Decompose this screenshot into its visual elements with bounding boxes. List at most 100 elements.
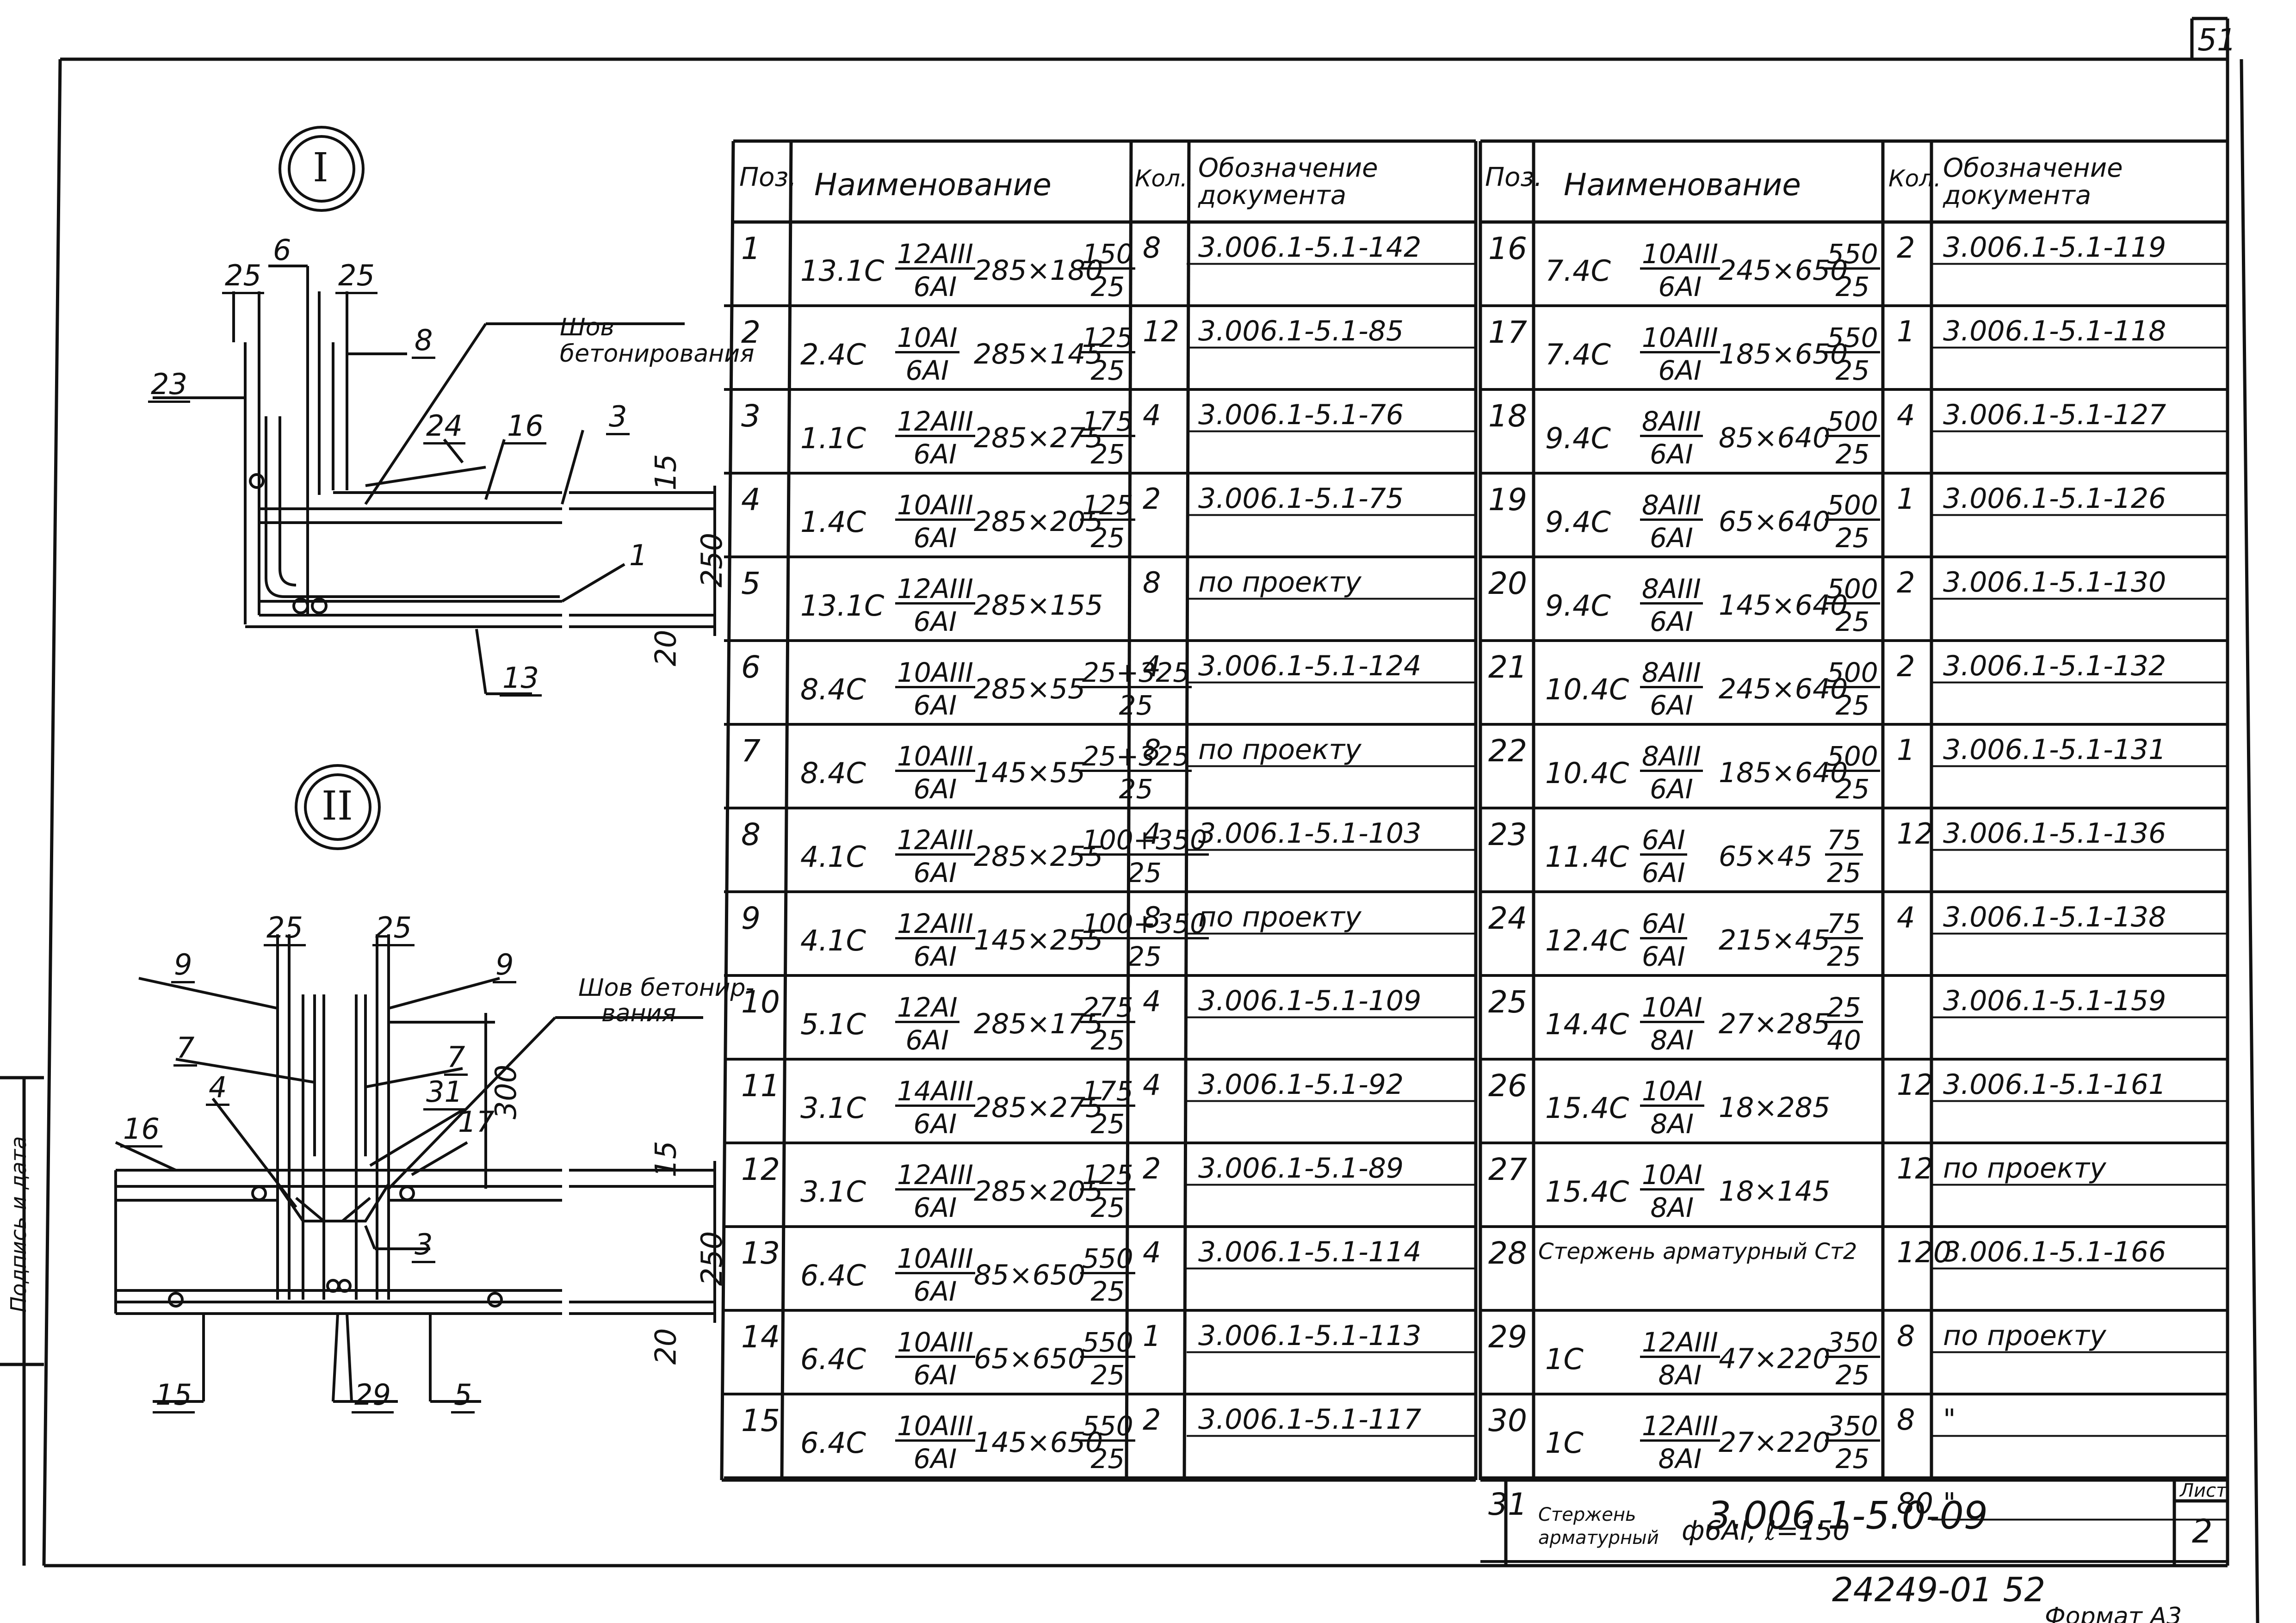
spec-doc: 3.006.1-5.1-127 [1943,399,2166,431]
spec-doc: 3.006.1-5.1-75 [1198,482,1404,515]
spec-pos: 20 [1488,566,1527,601]
spec-steel-fraction-numerator: 8АIII [1640,492,1703,521]
left-header-doc: Обозначение документа [1198,153,1378,210]
spec-qty: 4 [1143,817,1161,851]
spec-qty: 2 [1143,1403,1161,1437]
spec-qty: 4 [1897,901,1915,934]
spec-qty: 8 [1143,566,1161,599]
spec-size: 185×640 [1719,757,1848,789]
spec-pos: 15 [741,1403,780,1438]
section-II-pos-7a: 7 [173,1034,198,1067]
spec-doc: 3.006.1-5.1-89 [1198,1152,1404,1185]
section-I-pos-16: 16 [504,412,546,444]
spec-steel-fraction-denominator: 8АI [1658,1443,1702,1475]
spec-size: 285×205 [974,1175,1103,1208]
spec-qty: 2 [1897,566,1915,599]
section-I-pos-23: 23 [148,370,190,403]
spec-cover-fraction-denominator: 25 [1835,1359,1870,1391]
spec-size: 245×650 [1719,254,1848,287]
section-I-dim-15: 15 [649,454,683,491]
spec-size: 245×640 [1719,673,1848,705]
spec-prefix: 3.1С [800,1091,866,1125]
spec-size: 27×220 [1719,1426,1831,1459]
section-I-dim-25b: 25 [335,261,378,294]
spec-cover-fraction-denominator: 25 [1835,271,1870,302]
stamp-sheet-label: Лист [2180,1480,2227,1501]
spec-doc: 3.006.1-5.1-114 [1198,1236,1422,1268]
spec-prefix: 8.4С [800,756,866,790]
section-II-pos-3: 3 [412,1230,436,1263]
spec-qty: 12 [1897,817,1933,851]
spec-steel-fraction-denominator: 6АI [913,1108,957,1140]
section-I-dim-20: 20 [649,629,683,666]
spec-steel-fraction-numerator: 10АIII [895,492,975,521]
left-header-pos: Поз. [739,162,797,192]
format-label: Формат А3 [2045,1603,2182,1623]
spec-prefix: 7.4С [1545,254,1611,288]
spec-steel-fraction-numerator: 10АI [1640,1161,1704,1191]
section-II-pos-29: 29 [352,1381,394,1413]
spec-pos: 22 [1488,733,1527,769]
spec-cover-fraction-numerator: 550 [1825,324,1880,353]
spec-doc: 3.006.1-5.1-159 [1943,985,2166,1017]
spec-doc: по проекту [1198,566,1362,599]
spec-doc: 3.006.1-5.1-118 [1943,315,2166,347]
spec-qty: 1 [1897,733,1915,767]
spec-cover-fraction-denominator: 40 [1827,1024,1861,1056]
spec-cover-fraction-denominator: 25 [1090,522,1125,554]
spec-cover-fraction-numerator: 500 [1825,659,1880,688]
spec-qty: 8 [1143,231,1161,265]
spec-name-text: Стержень арматурный Ст2 [1538,1239,1857,1265]
section-II-dim-300: 300 [489,1064,523,1120]
spec-prefix: 5.1С [800,1007,866,1041]
spec-cover-fraction-numerator: 500 [1825,743,1880,772]
spec-pos: 13 [741,1235,780,1271]
spec-steel-fraction-numerator: 10АIII [895,743,975,772]
spec-steel-fraction-numerator: 8АIII [1640,408,1703,437]
spec-doc: 3.006.1-5.1-113 [1198,1320,1422,1352]
spec-steel-fraction-denominator: 6АI [1650,438,1693,470]
spec-steel-fraction-denominator: 6АI [1650,606,1693,637]
spec-steel-fraction-denominator: 6АI [1642,941,1685,972]
spec-prefix: 1.1С [800,421,866,455]
spec-steel-fraction-numerator: 6АI [1640,910,1687,939]
spec-cover-fraction-numerator: 75 [1825,910,1863,939]
spec-size: 65×45 [1719,840,1813,873]
inventory-number: 24249-01 52 [1832,1570,2046,1609]
spec-prefix: 8.4С [800,673,866,706]
spec-qty: 4 [1143,649,1161,683]
spec-qty: 8 [1897,1319,1915,1353]
spec-pos: 2 [741,315,761,350]
spec-cover-fraction-denominator: 25 [1835,606,1870,637]
spec-cover-fraction-numerator: 175 [1080,1078,1135,1107]
spec-doc: 3.006.1-5.1-138 [1943,901,2166,933]
spec-steel-fraction-denominator: 8АI [1658,1359,1702,1391]
section-II-dim-20: 20 [649,1328,683,1365]
spec-size: 65×640 [1719,506,1831,538]
spec-cover-fraction-denominator: 25 [1090,1024,1125,1056]
spec-cover-fraction-numerator: 350 [1825,1413,1880,1442]
spec-qty: 4 [1143,398,1161,432]
stamp-sheet-value: 2 [2192,1512,2213,1550]
spec-cover-fraction-numerator: 175 [1080,408,1135,437]
spec-steel-fraction-numerator: 12АIII [895,575,975,605]
